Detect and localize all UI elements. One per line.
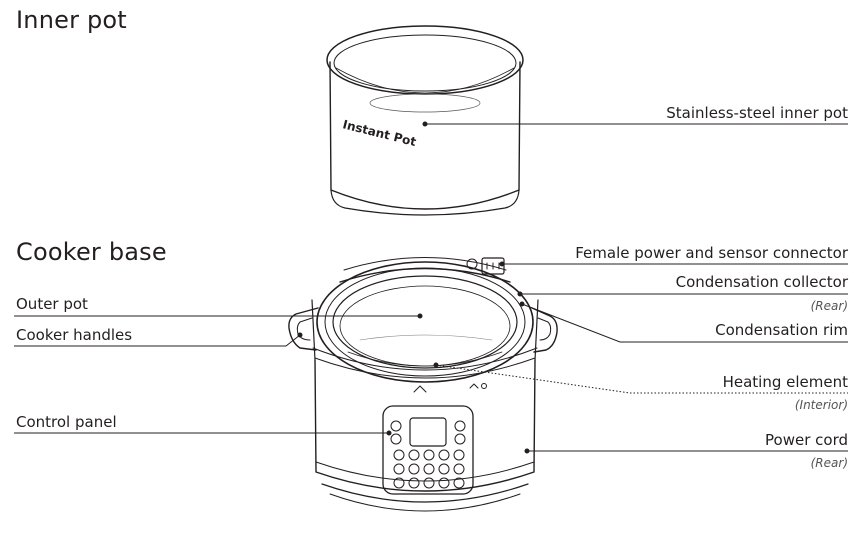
inner-pot-heading: Inner pot bbox=[16, 6, 127, 34]
label-control-panel: Control panel bbox=[16, 413, 117, 431]
label-cooker-handles: Cooker handles bbox=[16, 326, 133, 344]
note-heating-element: (Interior) bbox=[794, 398, 848, 412]
label-heating-element: Heating element bbox=[722, 373, 848, 391]
instant-pot-logo: Instant Pot bbox=[341, 117, 418, 149]
label-female-connector: Female power and sensor connector bbox=[575, 244, 848, 262]
label-stainless-inner-pot: Stainless-steel inner pot bbox=[666, 104, 848, 122]
label-condensation-collector: Condensation collector bbox=[675, 273, 848, 291]
leader-lines bbox=[14, 121, 848, 454]
label-outer-pot: Outer pot bbox=[16, 295, 88, 313]
cooker-base-heading: Cooker base bbox=[16, 238, 167, 266]
label-condensation-rim: Condensation rim bbox=[715, 321, 848, 339]
note-power-cord: (Rear) bbox=[810, 456, 848, 470]
label-power-cord: Power cord bbox=[765, 431, 848, 449]
leader-condensation-rim bbox=[521, 303, 848, 343]
note-condensation-collector: (Rear) bbox=[810, 299, 848, 313]
leader-cooker-handles bbox=[14, 334, 301, 347]
inner-pot-illustration bbox=[326, 25, 524, 216]
cooker-base-illustration bbox=[288, 257, 558, 512]
leader-heating-element bbox=[435, 364, 848, 394]
